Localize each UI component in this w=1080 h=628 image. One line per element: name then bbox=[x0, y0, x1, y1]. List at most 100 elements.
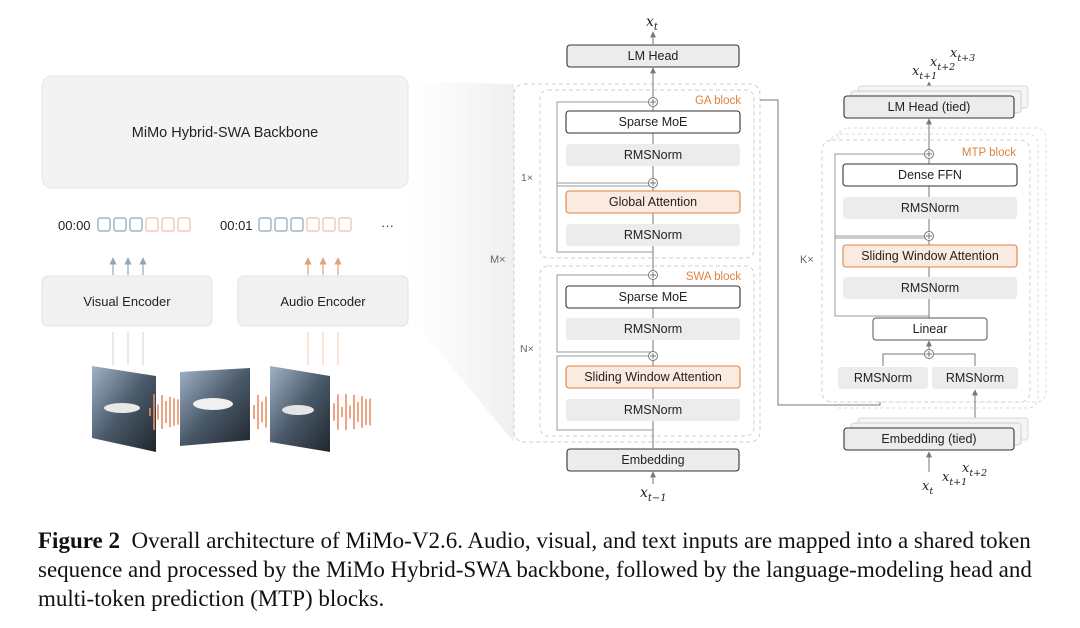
svg-text:xt: xt bbox=[646, 14, 659, 33]
token-square bbox=[290, 217, 304, 232]
embedding-tied-label: Embedding (tied) bbox=[881, 432, 976, 446]
global-attention-label: Global Attention bbox=[609, 195, 697, 209]
mtp-sliding-window-attention-box: Sliding Window Attention bbox=[842, 244, 1018, 268]
audio-waveform-image bbox=[149, 394, 371, 430]
dense-ffn-box: Dense FFN bbox=[842, 163, 1018, 187]
input-feed-lines bbox=[112, 332, 339, 365]
timestamp-0: 00:00 bbox=[58, 218, 91, 233]
swa-block-label: SWA block bbox=[686, 271, 741, 283]
mtp-input-1-x: x bbox=[922, 479, 930, 494]
audio-encoder-label: Audio Encoder bbox=[280, 294, 366, 309]
swa-sparse-moe-label: Sparse MoE bbox=[619, 290, 688, 304]
figure-caption: Figure 2 Overall architecture of MiMo-V2… bbox=[38, 526, 1058, 613]
svg-text:xt+2: xt+2 bbox=[962, 461, 987, 479]
token-square bbox=[129, 217, 143, 232]
ga-block-label: GA block bbox=[695, 95, 741, 107]
ga-sparse-moe-box: Sparse MoE bbox=[565, 110, 741, 134]
add-icon bbox=[648, 97, 658, 107]
zoom-fan bbox=[408, 82, 514, 442]
output-x: x bbox=[646, 14, 654, 30]
token-square bbox=[322, 217, 336, 232]
dense-ffn-label: Dense FFN bbox=[898, 168, 962, 182]
token-square bbox=[113, 217, 127, 232]
ga-rmsnorm-top-box: RMSNorm bbox=[566, 144, 740, 166]
ga-rmsnorm-top-label: RMSNorm bbox=[624, 148, 682, 162]
caption-text: Overall architecture of MiMo-V2.6. Audio… bbox=[38, 528, 1032, 611]
linear-box: Linear bbox=[872, 317, 988, 341]
svg-text:xt+3: xt+3 bbox=[950, 46, 975, 64]
rep-mx: M× bbox=[490, 254, 506, 266]
mtp-rmsnorm-2-box: RMSNorm bbox=[843, 277, 1017, 299]
output-sub: t bbox=[654, 22, 659, 33]
visual-encoder-box: Visual Encoder bbox=[41, 275, 213, 327]
mtp-input-3-x: x bbox=[962, 461, 970, 476]
caption-label: Figure 2 bbox=[38, 528, 120, 553]
mtp-rmsnorm-1-label: RMSNorm bbox=[901, 201, 959, 215]
token-square bbox=[161, 217, 175, 232]
svg-text:xt+1: xt+1 bbox=[942, 470, 967, 488]
token-square bbox=[177, 217, 191, 232]
add-icon bbox=[924, 231, 934, 241]
token-square bbox=[145, 217, 159, 232]
ellipsis: ··· bbox=[381, 218, 394, 233]
add-icon bbox=[924, 349, 934, 359]
mtp-block-label: MTP block bbox=[962, 147, 1016, 159]
add-icon bbox=[924, 149, 934, 159]
mtp-output-2-x: x bbox=[930, 55, 938, 70]
swa-rmsnorm-top-box: RMSNorm bbox=[566, 318, 740, 340]
token-square bbox=[306, 217, 320, 232]
swa-rmsnorm-top-label: RMSNorm bbox=[624, 322, 682, 336]
mtp-input-2-sub: t+1 bbox=[949, 477, 967, 488]
embedding-label: Embedding bbox=[621, 453, 684, 467]
mtp-output-2-sub: t+2 bbox=[937, 62, 955, 73]
mtp-rmsnorm-right-box: RMSNorm bbox=[932, 367, 1018, 389]
visual-encoder-label: Visual Encoder bbox=[83, 294, 171, 309]
mtp-sliding-window-attention-label: Sliding Window Attention bbox=[861, 249, 999, 263]
timestamp-1: 00:01 bbox=[220, 218, 253, 233]
backbone-box: MiMo Hybrid-SWA Backbone bbox=[41, 75, 409, 189]
rep-1x: 1× bbox=[521, 172, 533, 184]
ga-rmsnorm-bottom-box: RMSNorm bbox=[566, 224, 740, 246]
token-square bbox=[274, 217, 288, 232]
mtp-input-2-x: x bbox=[942, 470, 950, 485]
embedding-tied-box: Embedding (tied) bbox=[843, 427, 1015, 451]
mtp-inputs: xt xt+1 xt+2 bbox=[922, 461, 987, 497]
svg-text:xt−1: xt−1 bbox=[640, 485, 667, 504]
add-icon bbox=[648, 351, 658, 361]
mtp-input-3-sub: t+2 bbox=[969, 468, 987, 479]
svg-text:xt: xt bbox=[922, 479, 933, 497]
lm-head-tied-label: LM Head (tied) bbox=[888, 100, 971, 114]
svg-text:xt+1: xt+1 bbox=[912, 64, 937, 82]
global-attention-box: Global Attention bbox=[565, 190, 741, 214]
sliding-window-attention-label: Sliding Window Attention bbox=[584, 370, 722, 384]
mtp-output-3-sub: t+3 bbox=[957, 53, 975, 64]
mtp-output-1-x: x bbox=[912, 64, 920, 79]
mtp-output-3-x: x bbox=[950, 46, 958, 61]
input-x: x bbox=[640, 485, 648, 501]
linear-label: Linear bbox=[913, 322, 948, 336]
swa-sparse-moe-box: Sparse MoE bbox=[565, 285, 741, 309]
rep-kx: K× bbox=[800, 254, 814, 266]
swa-rmsnorm-bottom-label: RMSNorm bbox=[624, 403, 682, 417]
token-square bbox=[97, 217, 111, 232]
ga-sparse-moe-label: Sparse MoE bbox=[619, 115, 688, 129]
lm-head-label: LM Head bbox=[628, 49, 679, 63]
mtp-residual-add-icons bbox=[924, 149, 934, 359]
input-xt-1: xt−1 bbox=[640, 485, 667, 504]
add-icon bbox=[648, 178, 658, 188]
swa-rmsnorm-bottom-box: RMSNorm bbox=[566, 399, 740, 421]
mtp-input-1-sub: t bbox=[929, 486, 933, 497]
add-icon bbox=[648, 270, 658, 280]
ga-rmsnorm-bottom-label: RMSNorm bbox=[624, 228, 682, 242]
embedding-box: Embedding bbox=[566, 448, 740, 472]
token-squares-1 bbox=[258, 217, 352, 232]
token-square bbox=[338, 217, 352, 232]
video-frames-image bbox=[92, 366, 330, 452]
audio-encoder-box: Audio Encoder bbox=[237, 275, 409, 327]
encoder-arrows bbox=[109, 257, 342, 275]
residual-add-icons bbox=[648, 97, 658, 361]
lm-head-tied-box: LM Head (tied) bbox=[843, 95, 1015, 119]
lm-head-box: LM Head bbox=[566, 44, 740, 68]
token-row: 00:00 00:01 ··· bbox=[58, 217, 394, 233]
mtp-outputs: xt+1 xt+2 xt+3 bbox=[912, 46, 975, 82]
